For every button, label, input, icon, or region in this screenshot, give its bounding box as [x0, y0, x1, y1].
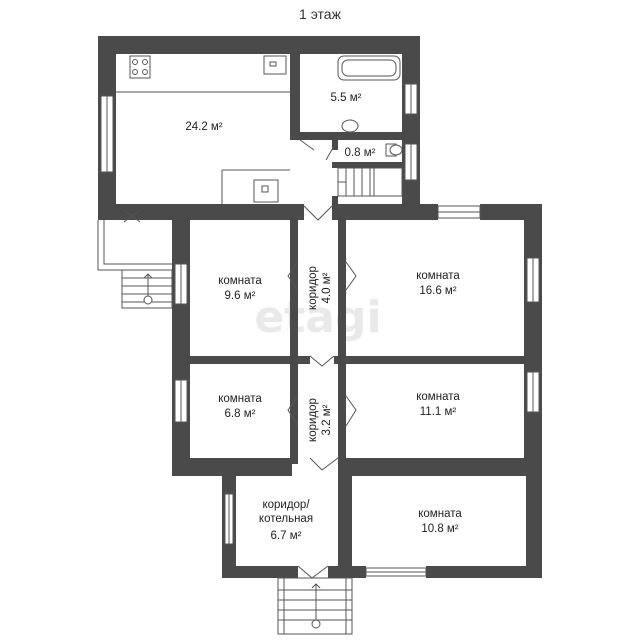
- porches: [97, 220, 353, 635]
- fixtures: [116, 55, 403, 204]
- corridor1-area: 4.0 м²: [321, 272, 333, 303]
- watermark: etagi: [254, 292, 381, 343]
- corridor1-name: коридор: [307, 266, 319, 310]
- boiler-name-line2: котельная: [259, 513, 313, 525]
- room3-name: комната: [218, 393, 262, 405]
- room2-name: комната: [416, 270, 460, 282]
- room1-area: 9.6 м²: [225, 290, 256, 302]
- bathroom-area: 5.5 м²: [331, 92, 362, 104]
- corridor2-area: 3.2 м²: [321, 404, 333, 435]
- boiler-name-line1: коридор/: [262, 499, 310, 511]
- kitchen-area: 24.2 м²: [185, 121, 222, 133]
- stove-icon: [129, 55, 151, 79]
- corridor2-name: коридор: [307, 398, 319, 442]
- washbasin-icon: [341, 119, 359, 133]
- wc-area: 0.8 м²: [345, 147, 376, 159]
- room4-name: комната: [416, 391, 460, 403]
- room5-name: комната: [418, 508, 462, 520]
- room2-area: 16.6 м²: [419, 285, 456, 297]
- room4-area: 11.1 м²: [420, 406, 457, 418]
- stairs-icon: [337, 167, 375, 197]
- room1-name: комната: [218, 275, 262, 287]
- walls: [98, 36, 542, 578]
- room3-area: 6.8 м²: [225, 408, 256, 420]
- floor-title: 1 этаж: [299, 6, 341, 22]
- boiler-area: 6.7 м²: [271, 530, 302, 542]
- windows: [100, 83, 540, 577]
- room5-area: 10.8 м²: [421, 523, 458, 535]
- doors: [123, 139, 357, 579]
